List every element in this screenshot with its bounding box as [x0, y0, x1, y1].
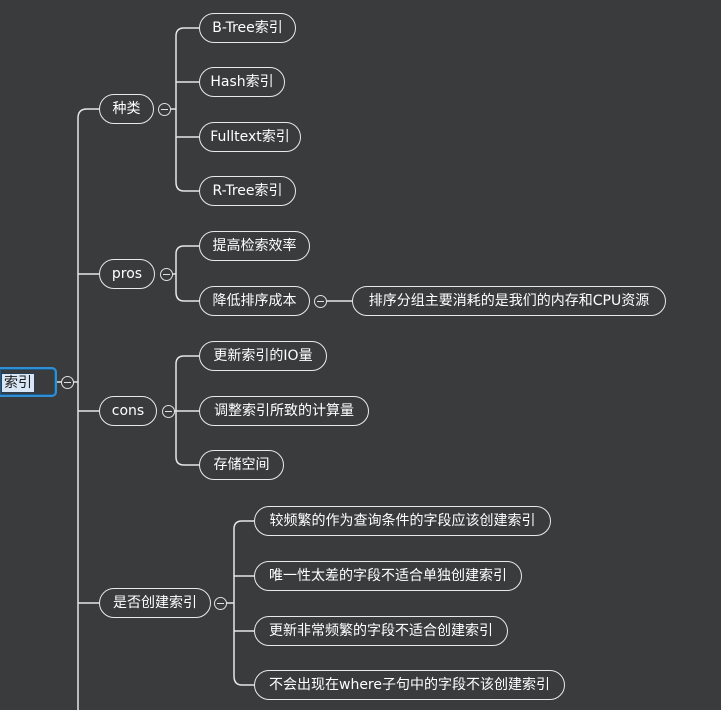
- whether-child-frequent-update[interactable]: 更新非常频繁的字段不适合创建索引: [254, 616, 508, 646]
- pros-child-efficiency[interactable]: 提高检索效率: [199, 231, 310, 261]
- cons-child-storage[interactable]: 存储空间: [199, 450, 284, 480]
- types-child-fulltext[interactable]: Fulltext索引: [199, 122, 301, 152]
- types-collapse-icon[interactable]: [158, 103, 171, 116]
- cons-child-io[interactable]: 更新索引的IO量: [199, 341, 327, 371]
- whether-child-low-uniqueness[interactable]: 唯一性太差的字段不适合单独创建索引: [254, 561, 522, 591]
- branch-types-node[interactable]: 种类: [99, 94, 154, 124]
- types-child-rtree[interactable]: R-Tree索引: [199, 176, 296, 206]
- cons-collapse-icon[interactable]: [162, 405, 175, 418]
- cons-child-compute[interactable]: 调整索引所致的计算量: [199, 396, 369, 426]
- root-node[interactable]: 索引: [0, 367, 57, 397]
- root-node-label[interactable]: 索引: [1, 373, 35, 393]
- pros-collapse-icon[interactable]: [160, 268, 173, 281]
- pros-child-sort-cost[interactable]: 降低排序成本: [199, 286, 310, 316]
- whether-child-not-in-where[interactable]: 不会出现在where子句中的字段不该创建索引: [254, 670, 565, 700]
- types-child-hash[interactable]: Hash索引: [199, 67, 285, 97]
- root-collapse-icon[interactable]: [61, 376, 74, 389]
- pros-grandchild-memory-cpu[interactable]: 排序分组主要消耗的是我们的内存和CPU资源: [352, 286, 666, 316]
- branch-pros-node[interactable]: pros: [99, 259, 155, 289]
- branch-whether-node[interactable]: 是否创建索引: [99, 588, 211, 618]
- whether-child-frequent-query[interactable]: 较频繁的作为查询条件的字段应该创建索引: [254, 506, 551, 536]
- sort-cost-collapse-icon[interactable]: [314, 295, 327, 308]
- types-child-btree[interactable]: B-Tree索引: [199, 13, 296, 43]
- whether-collapse-icon[interactable]: [214, 597, 227, 610]
- branch-cons-node[interactable]: cons: [99, 396, 157, 426]
